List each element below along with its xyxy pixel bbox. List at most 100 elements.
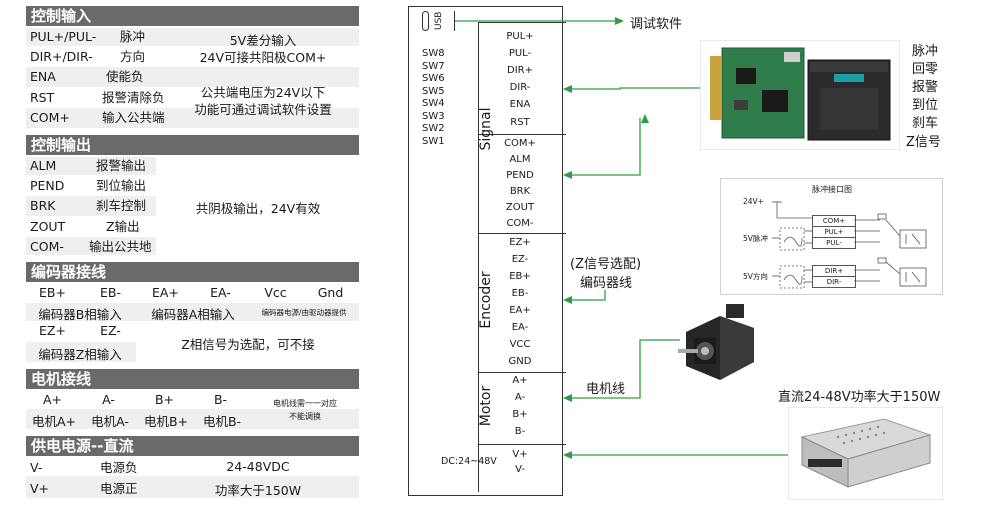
desc-label: 电机A+ — [31, 414, 77, 429]
switch-label: SW5 — [422, 86, 445, 97]
arrow-head — [563, 171, 572, 179]
func-label: 到位输出 — [96, 178, 147, 193]
group-separator — [478, 372, 566, 373]
desc-label: 编码器Z相输入 — [38, 347, 122, 362]
pulse-diagram-box — [720, 178, 943, 295]
pulse-diagram-title: 脉冲接口图 — [812, 185, 852, 194]
bg — [26, 28, 359, 46]
motor-pin: A+ — [512, 375, 528, 386]
pulse-diagram-24v: 24V+ — [743, 197, 764, 206]
signal-pin: COM+ — [504, 138, 536, 149]
bg — [26, 409, 359, 429]
desc-label: 编码器A相输入 — [151, 307, 235, 322]
signal-pin: COM- — [506, 218, 534, 229]
note: 公共端电压为24V以下 — [200, 85, 326, 100]
note: 24V可接共阳极COM+ — [199, 50, 327, 65]
bg — [26, 157, 156, 175]
switch-label: SW1 — [422, 136, 445, 147]
pin-label: ZOUT — [30, 219, 66, 234]
bg — [26, 196, 156, 216]
func-label: 报警输出 — [96, 158, 147, 173]
group-separator — [478, 22, 566, 23]
pulse-diagram-pulse-label: 5V脉冲 — [743, 234, 768, 243]
func-label: 刹车控制 — [96, 198, 147, 213]
signal-pin: ALM — [509, 154, 531, 165]
pin-label: Vcc — [264, 285, 287, 300]
debug-software-label: 调试软件 — [630, 17, 683, 32]
signal-pin: RST — [510, 117, 530, 128]
motor-pin: A- — [514, 392, 526, 403]
encoder-cable-line — [568, 290, 606, 301]
bg — [26, 342, 136, 362]
func-label: 电源正 — [100, 481, 138, 496]
usb-right-line — [454, 11, 455, 31]
arrow-head — [563, 451, 572, 459]
pulse-diagram-pin: DIR- — [812, 276, 856, 288]
bg — [26, 237, 156, 255]
func-label: Z输出 — [106, 219, 140, 234]
func-label: 脉冲 — [120, 29, 146, 44]
desc-label: 电机B- — [202, 414, 242, 429]
switch-label: SW3 — [422, 111, 445, 122]
switch-label: SW6 — [422, 73, 445, 84]
encoder-pin: EB+ — [509, 271, 531, 282]
note: 电机线需一一对应 — [273, 399, 337, 408]
signal-pin: ZOUT — [505, 202, 535, 213]
pin-label: BRK — [30, 198, 56, 213]
pin-label: EA+ — [152, 285, 179, 300]
servo-motor-image — [678, 304, 754, 380]
pin-label: COM+ — [30, 110, 70, 125]
pulse-diagram-pin: PUL- — [812, 237, 856, 249]
pin-label: EB+ — [39, 285, 66, 300]
signal-pin: DIR- — [509, 82, 531, 93]
switch-label: SW7 — [422, 61, 445, 72]
switch-label: SW8 — [422, 48, 445, 59]
pulse-diagram-wiring — [772, 201, 927, 289]
pin-label: B+ — [154, 392, 175, 407]
pin-label: V- — [30, 460, 43, 475]
power-supply-header: 供电电源--直流 — [26, 436, 359, 456]
pin-label: EA- — [210, 285, 231, 300]
func-label: 电源负 — [100, 460, 138, 475]
motor-wiring-header: 电机接线 — [26, 369, 359, 389]
desc-label: 编码器电源/由驱动器提供 — [261, 308, 347, 317]
encoder-pin: EZ+ — [509, 237, 531, 248]
controller-out-line — [568, 118, 641, 176]
signal-pin: BRK — [509, 186, 531, 197]
controller-in-line — [568, 87, 712, 90]
group-separator — [478, 233, 566, 234]
bg — [26, 476, 359, 498]
func-label: 使能负 — [106, 69, 144, 84]
controller-signal: 刹车 — [912, 116, 939, 131]
power-supply-image — [788, 407, 943, 500]
note: Z相信号为选配，可不接 — [181, 337, 315, 352]
pin-label: ALM — [30, 158, 57, 173]
motor-pin: B+ — [512, 409, 528, 420]
pin-label: DIR+/DIR- — [30, 49, 93, 64]
pin-label: EZ- — [100, 323, 121, 338]
motor-cable-label: 电机线 — [586, 382, 626, 397]
motor-pin: B- — [514, 426, 526, 437]
controller-signal: 脉冲 — [912, 44, 939, 59]
pin-label: COM- — [30, 239, 64, 254]
pin-label: EZ+ — [39, 323, 66, 338]
signal-pin: PUL- — [508, 48, 532, 59]
pin-label: V+ — [30, 481, 50, 496]
signal-pin: PEND — [506, 170, 534, 181]
encoder-pin: VCC — [509, 339, 531, 350]
control-output-header: 控制输出 — [26, 135, 359, 155]
controller-signal: 到位 — [912, 98, 939, 113]
note: 功率大于150W — [214, 483, 302, 498]
pin-label: PUL+/PUL- — [30, 29, 97, 44]
arrow-head — [615, 17, 624, 25]
controller-signal: 报警 — [912, 80, 939, 95]
bg — [26, 108, 359, 128]
motor-cable-line — [568, 339, 680, 399]
dc-label: DC:24~48V — [441, 456, 497, 467]
pulse-diagram-dir-label: 5V方向 — [743, 272, 768, 281]
signal-pin: DIR+ — [507, 65, 533, 76]
pin-label: ENA — [30, 69, 56, 84]
power-pin: V+ — [512, 449, 528, 460]
encoder-pin: EB- — [511, 288, 529, 299]
